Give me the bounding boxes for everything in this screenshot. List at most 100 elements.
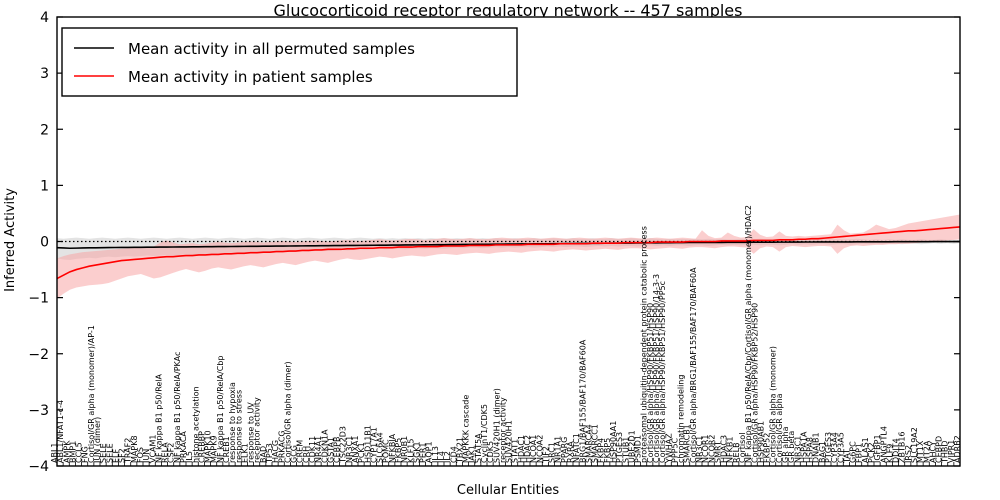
x-tick-label: CREB1 [222, 436, 231, 463]
y-tick-label: 3 [40, 66, 49, 82]
x-tick-label: HSPA1A [799, 431, 808, 463]
x-tick-label: GR beta [787, 431, 796, 463]
x-tick-label: FOS [136, 447, 145, 463]
x-tick-label: DDIT4 [892, 438, 901, 463]
x-tick-label: HACG [271, 440, 280, 463]
x-tick-label: JUN [142, 449, 151, 464]
x-tick-label: NF kappa B1 p50/RelA/Cbp/Cortisol/GR alp… [744, 205, 753, 463]
x-tick-label: MAPKKK cascade [462, 395, 471, 463]
x-tick-label: CyclinT1/CDK5 [480, 404, 489, 463]
x-tick-label: ZBTB16 [898, 431, 907, 463]
x-tick-label: THBD [941, 440, 950, 464]
x-tick-label: AHCY [928, 441, 937, 463]
x-tick-label: NR3C1 [695, 436, 704, 463]
x-tick-label: SUV420H1 (dimer) [492, 388, 501, 463]
y-tick-label: −1 [28, 291, 49, 307]
x-tick-label: ADRB2 [953, 435, 962, 463]
legend-label: Mean activity in all permuted samples [128, 40, 415, 58]
x-tick-label: TRAF2 [124, 438, 133, 464]
x-tick-label: PRKACG [277, 430, 286, 463]
confidence-band [57, 214, 960, 299]
x-tick-label: PPARG [560, 437, 569, 463]
x-tick-label: KLF15 [406, 439, 415, 463]
x-tick-label: histone acetylation [191, 386, 200, 463]
x-tick-label: NFKBIA [388, 433, 397, 463]
x-tick-label: TAT [842, 449, 851, 464]
x-tick-label: ANGPTL4 [879, 426, 888, 463]
x-tick-label: ANXA1 [351, 436, 360, 464]
x-tick-label: SELE [105, 443, 114, 463]
x-tick-label: CYP17A1 [369, 427, 378, 463]
y-tick-label: 4 [40, 10, 49, 26]
x-tick-label: response to hypoxia [228, 382, 237, 463]
x-tick-label: IL13 [431, 446, 440, 463]
x-tick-label: NFKB1 [726, 437, 735, 463]
x-tick-label: GCG [290, 445, 299, 463]
x-tick-label: RXRA [566, 441, 575, 463]
x-tick-label: CDK11 [308, 436, 317, 463]
x-tick-label: NR3C1 [345, 436, 354, 463]
x-tick-label: PSMD1 [634, 435, 643, 463]
x-tick-label: NCOR1 [701, 434, 710, 463]
x-tick-label: Cortisol/GR alpha/HSP90/FKBP51/HSP90/PP5… [658, 281, 667, 463]
x-tick-label: HDAC2 [523, 435, 532, 463]
x-tick-label: CREM [296, 440, 305, 463]
x-tick-label: MT2A [922, 440, 931, 463]
legend-box [61, 27, 518, 97]
x-tick-label: NR0B1 [400, 436, 409, 463]
x-tick-label: MT1X [916, 440, 925, 463]
x-tick-label: CREBBP [197, 431, 206, 463]
x-tick-label: MAPK10 [204, 430, 213, 463]
x-tick-label: PCK2 [867, 442, 876, 463]
x-tick-label: NF kappa B1 p50/RelA/Cbp [216, 356, 225, 463]
x-tick-label: NCOA2 [535, 435, 544, 463]
x-tick-label: Cortisol/GR alpha (dimer) [283, 361, 292, 463]
x-tick-label: TBX21 [455, 437, 464, 464]
x-tick-label: CYP3A4 [830, 432, 839, 463]
x-tick-label: Cortisol/GR alpha [775, 393, 784, 463]
x-tick-label: DNAJB1 [812, 432, 821, 463]
x-tick-label: response to stress [234, 390, 243, 463]
x-axis-label: Cellular Entities [457, 483, 559, 498]
x-tick-label: PRKACA [179, 431, 188, 463]
x-tick-label: HSD11B1 [363, 425, 372, 463]
x-tick-label: ABL1/NFAT1-c-4 [56, 400, 65, 463]
x-tick-label: FKBP52 [763, 433, 772, 463]
x-tick-label: POMC [382, 439, 391, 463]
x-tick-label: receptor activity [498, 397, 507, 463]
x-tick-label: G6PC [849, 441, 858, 463]
x-tick-label: Cortisol/GR alpha (monomer)/AP-1 [87, 325, 96, 463]
x-tick-label: PCK1 [357, 442, 366, 463]
x-tick-label: proteasomal ubiquitin-dependent protein … [640, 226, 649, 463]
x-tick-label: HSP90AB1 [756, 421, 765, 463]
x-tick-label: PPP5C [670, 437, 679, 463]
x-tick-label: STAT5A [474, 433, 483, 463]
x-tick-label: NF kappa B1 p50/RelA/PKAc [173, 352, 182, 463]
x-tick-label: SLC6A4 [376, 432, 385, 463]
x-tick-label: HDAC1 [517, 435, 526, 463]
y-tick-label: −3 [28, 403, 49, 419]
x-tick-label: VCAM1 [148, 434, 157, 463]
x-tick-label: TSC22D3 [339, 426, 348, 464]
x-tick-label: MAPK9 [210, 435, 219, 463]
x-tick-label: Cortisol/GR alpha/BRG1/BAF155/BAF170/BAF… [689, 267, 698, 463]
x-tick-label: CRH [302, 446, 311, 463]
x-tick-label: TP53 [265, 443, 274, 464]
x-tick-label: ABL1 [50, 442, 59, 463]
x-tick-label: CD4 [449, 446, 458, 463]
y-tick-label: −2 [28, 347, 49, 363]
x-tick-label: CEBPB [333, 437, 342, 463]
x-tick-label: MAPK8 [130, 435, 139, 463]
x-tick-label: JAK1 [468, 445, 477, 464]
x-tick-label: Cortisol/GR alpha/HSP90/FKBP51/HSP90 [646, 303, 655, 463]
x-tick-label: SUV420H1 [505, 420, 514, 463]
x-tick-label: Cortisol/GR alpha/HSP90/FKBP51/HSP90/14-… [652, 274, 661, 463]
x-tick-label: SMRT [713, 441, 722, 463]
x-tick-label: SRC1 [548, 442, 557, 463]
x-tick-label: receptor activity [253, 397, 262, 463]
x-tick-label: SF2 [118, 448, 127, 463]
x-tick-label: GR alpha [781, 426, 790, 463]
x-tick-label: SELE [99, 443, 108, 463]
x-tick-label: FKBP5 [603, 438, 612, 463]
